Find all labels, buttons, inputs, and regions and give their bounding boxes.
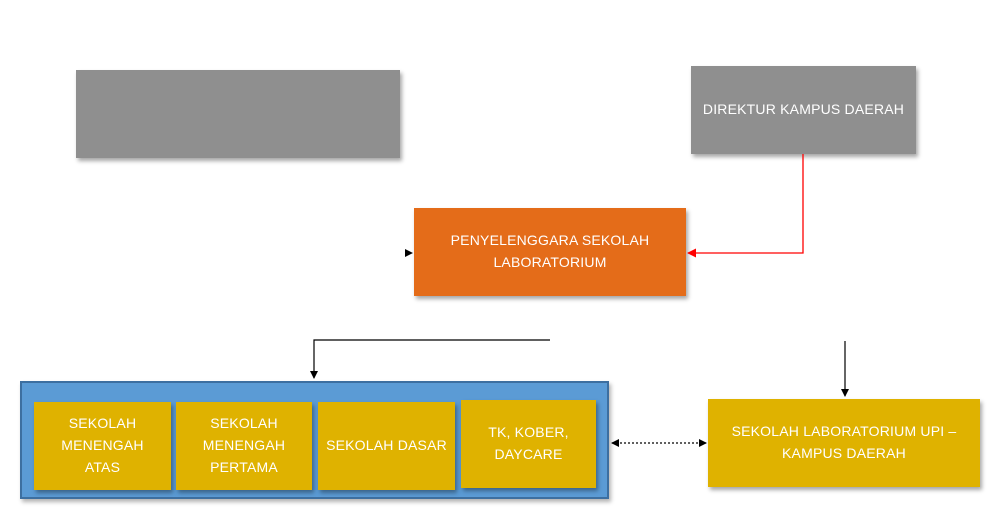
director-box: DIREKTUR KAMPUS DAERAH <box>691 66 916 154</box>
organizer-box: PENYELENGGARA SEKOLAH LABORATORIUM <box>414 208 686 296</box>
organizer-to-schools-connector <box>310 339 550 379</box>
organizer-left-arrowhead <box>405 249 413 257</box>
director-to-organizer-connector <box>687 154 804 258</box>
school-box-smp: SEKOLAH MENENGAH PERTAMA <box>176 402 312 490</box>
lab-school-box: SEKOLAH LABORATORIUM UPI – KAMPUS DAERAH <box>708 399 980 487</box>
top-left-box <box>76 70 400 158</box>
school-box-tk: TK, KOBER, DAYCARE <box>461 400 596 488</box>
school-box-sma: SEKOLAH MENENGAH ATAS <box>34 402 171 490</box>
school-box-sd: SEKOLAH DASAR <box>318 402 455 490</box>
